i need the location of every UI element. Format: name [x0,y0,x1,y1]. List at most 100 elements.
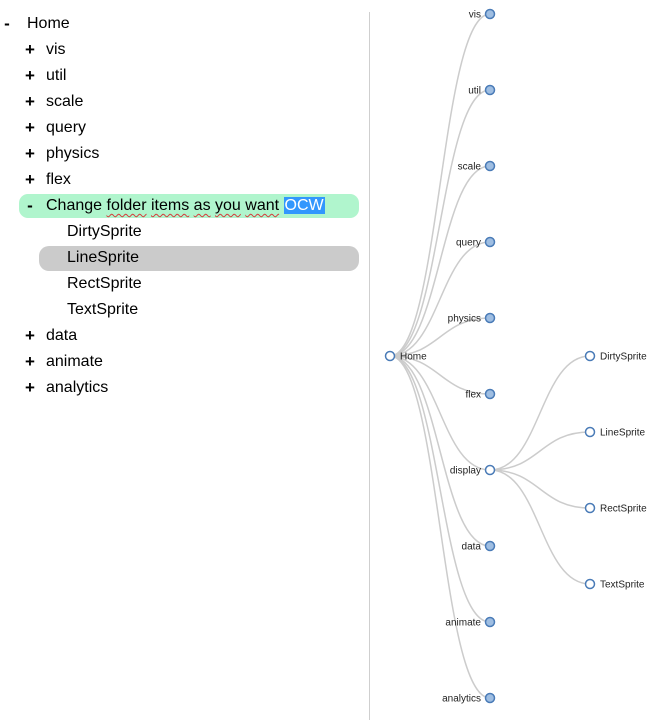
diagram-node[interactable]: analytics [442,692,496,705]
tree-row-textsprite[interactable]: TextSprite [0,297,368,323]
diagram-link [389,317,491,357]
selection-highlight [39,246,359,271]
expand-toggle[interactable]: + [25,170,35,189]
node-label: data [462,542,482,553]
diagram-node-leaf[interactable]: DirtySprite [584,350,648,363]
expand-toggle[interactable]: + [25,40,35,59]
tree-label[interactable]: util [46,67,67,84]
collapsed-node-icon[interactable] [484,312,496,324]
diagram-node[interactable]: flex [465,388,496,401]
expanded-node-icon[interactable] [584,502,596,514]
diagram-node[interactable]: vis [469,8,496,21]
collapsed-node-icon[interactable] [484,84,496,96]
diagram-link [489,355,591,471]
tree-row-analytics[interactable]: + analytics [0,375,368,401]
collapsed-node-icon[interactable] [484,692,496,704]
diagram-node[interactable]: display [450,464,496,477]
node-label: vis [469,10,481,21]
diagram-node-leaf[interactable]: LineSprite [584,426,646,439]
tree-label[interactable]: TextSprite [67,301,139,318]
expanded-node-icon[interactable] [584,350,596,362]
tree-label[interactable]: flex [46,171,71,188]
node-label: util [468,86,481,97]
folder-rename-input[interactable]: Change folder items as you want OCW [46,193,325,219]
collapsed-node-icon[interactable] [484,160,496,172]
expanded-node-icon[interactable] [584,578,596,590]
expand-toggle[interactable]: + [25,378,35,397]
node-label: RectSprite [600,504,647,515]
node-label: scale [458,162,482,173]
diagram-node-root[interactable]: Home [384,350,428,363]
diagram-node-leaf[interactable]: RectSprite [584,502,648,515]
node-label: analytics [442,694,481,705]
diagram-link [389,355,491,471]
tree-label[interactable]: RectSprite [67,275,142,292]
tree-row-physics[interactable]: + physics [0,141,368,167]
node-label: display [450,466,481,477]
expand-toggle[interactable]: + [25,144,35,163]
collapse-toggle[interactable]: - [4,14,10,33]
tree-label[interactable]: physics [46,145,100,162]
node-label: flex [465,390,481,401]
collapsed-node-icon[interactable] [484,616,496,628]
tree-row-linesprite-selected[interactable]: LineSprite [0,245,368,271]
tree-diagram: Home vis util scale query physics flex display d… [370,0,662,720]
node-label: Home [400,352,427,363]
expand-toggle[interactable]: + [25,118,35,137]
tree-row-vis[interactable]: + vis [0,37,368,63]
diagram-link [389,355,491,623]
diagram-node[interactable]: query [456,236,496,249]
tree-label[interactable]: animate [46,353,103,370]
node-label: animate [445,618,481,629]
expanded-node-icon[interactable] [584,426,596,438]
tree-row-home[interactable]: - Home [0,11,368,37]
tree-label[interactable]: LineSprite [67,249,140,266]
tree-label[interactable]: Home [27,15,70,32]
tree-row-query[interactable]: + query [0,115,368,141]
diagram-node[interactable]: scale [458,160,496,173]
selected-text: OCW [283,197,325,214]
diagram-node[interactable]: physics [448,312,496,325]
diagram-link [389,241,491,357]
node-label: physics [448,314,481,325]
tree-row-animate[interactable]: + animate [0,349,368,375]
expand-toggle[interactable]: + [25,352,35,371]
expanded-node-icon[interactable] [384,350,396,362]
collapsed-node-icon[interactable] [484,236,496,248]
tree-label[interactable]: query [46,119,87,136]
rename-word-misspelled: items [150,197,190,214]
expanded-node-icon[interactable] [484,464,496,476]
tree-row-editing[interactable]: - Change folder items as you want OCW [0,193,368,219]
tree-row-flex[interactable]: + flex [0,167,368,193]
rename-word-misspelled: as [193,197,211,214]
diagram-link [389,89,491,357]
tree-row-data[interactable]: + data [0,323,368,349]
diagram-node[interactable]: animate [445,616,496,629]
panel-divider[interactable] [369,12,370,720]
tree-row-dirtysprite[interactable]: DirtySprite [0,219,368,245]
tree-label[interactable]: vis [46,41,66,58]
diagram-link [389,355,491,547]
rename-word-misspelled: folder [106,197,147,214]
diagram-link [389,355,491,395]
expand-toggle[interactable]: + [25,92,35,111]
expand-toggle[interactable]: + [25,326,35,345]
tree-row-rectsprite[interactable]: RectSprite [0,271,368,297]
collapsed-node-icon[interactable] [484,540,496,552]
diagram-node-leaf[interactable]: TextSprite [584,578,645,591]
tree-label[interactable]: scale [46,93,84,110]
diagram-node[interactable]: util [468,84,496,97]
tree-label[interactable]: data [46,327,78,344]
diagram-link [389,165,491,357]
tree-row-scale[interactable]: + scale [0,89,368,115]
collapsed-node-icon[interactable] [484,8,496,20]
tree-label[interactable]: DirtySprite [67,223,142,240]
diagram-node[interactable]: data [462,540,496,553]
expand-toggle[interactable]: + [25,66,35,85]
diagram-link [389,355,491,699]
diagram-link [489,431,591,471]
tree-row-util[interactable]: + util [0,63,368,89]
tree-label[interactable]: analytics [46,379,109,396]
collapsed-node-icon[interactable] [484,388,496,400]
collapse-toggle[interactable]: - [27,196,33,215]
